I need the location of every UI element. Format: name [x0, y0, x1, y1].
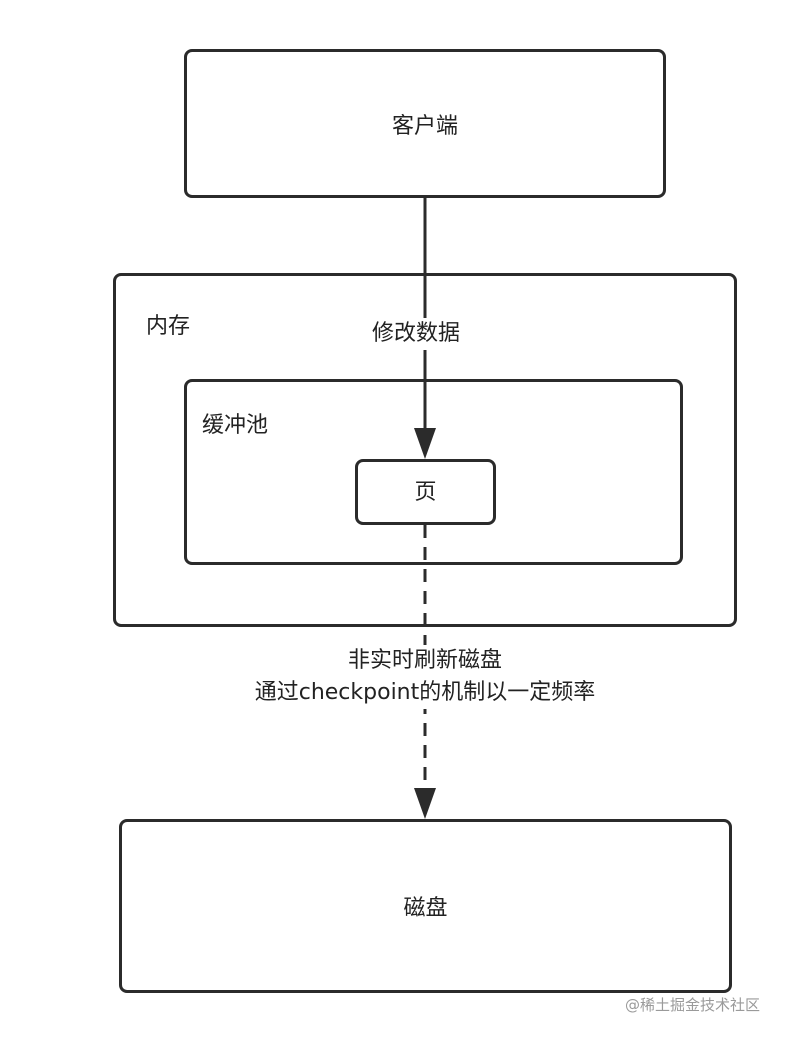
- page-node: 页: [355, 459, 496, 525]
- disk-node: 磁盘: [119, 819, 732, 993]
- client-to-page-label: 修改数据: [370, 318, 463, 350]
- client-label: 客户端: [391, 114, 458, 139]
- watermark: @稀土掘金技术社区: [624, 996, 760, 1014]
- page-to-disk-label-line1: 非实时刷新磁盘: [347, 648, 502, 673]
- page-to-disk-label: 非实时刷新磁盘 通过checkpoint的机制以一定频率: [226, 645, 624, 709]
- buffer-pool-label: 缓冲池: [202, 413, 269, 438]
- page-label: 页: [414, 480, 437, 505]
- client-to-page-arrowhead: [414, 428, 436, 459]
- page-to-disk-arrowhead: [414, 788, 436, 819]
- client-node: 客户端: [184, 49, 666, 198]
- disk-label: 磁盘: [403, 896, 448, 921]
- page-to-disk-label-line2: 通过checkpoint的机制以一定频率: [254, 679, 596, 705]
- memory-label: 内存: [146, 314, 191, 339]
